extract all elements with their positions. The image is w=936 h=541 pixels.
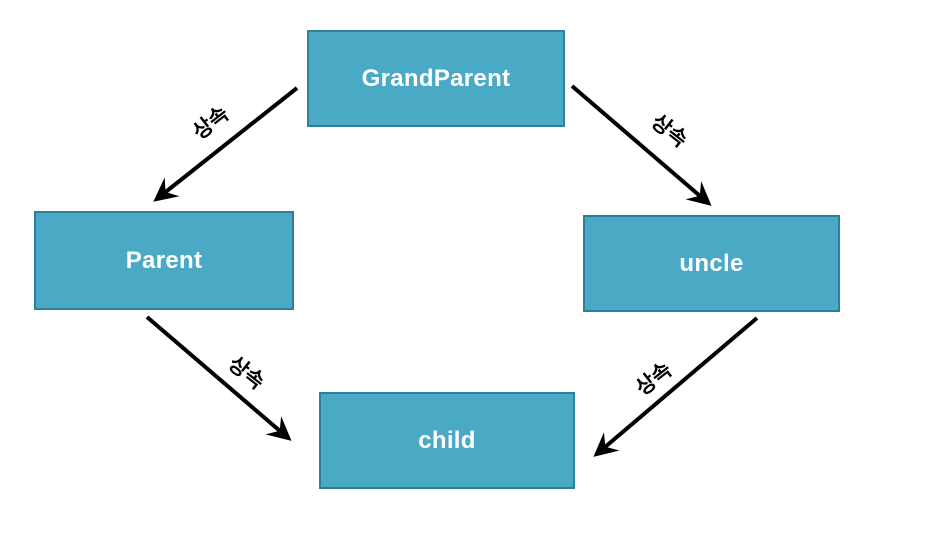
node-child-label: child	[418, 426, 476, 454]
node-child: child	[319, 392, 575, 489]
arrow-grandparent-to-uncle	[570, 84, 712, 206]
node-parent: Parent	[34, 211, 294, 310]
edge-label-parent-child: 상속	[223, 352, 269, 395]
edge-label-grandparent-uncle: 상속	[646, 110, 692, 153]
arrow-uncle-to-child	[593, 316, 759, 457]
node-uncle: uncle	[583, 215, 840, 312]
edge-label-uncle-child: 상속	[631, 358, 677, 401]
arrow-grandparent-to-parent	[153, 86, 299, 202]
node-grandparent: GrandParent	[307, 30, 565, 127]
node-uncle-label: uncle	[679, 249, 744, 277]
node-grandparent-label: GrandParent	[361, 64, 511, 92]
node-parent-label: Parent	[125, 246, 203, 274]
edge-label-grandparent-parent: 상속	[188, 102, 234, 145]
